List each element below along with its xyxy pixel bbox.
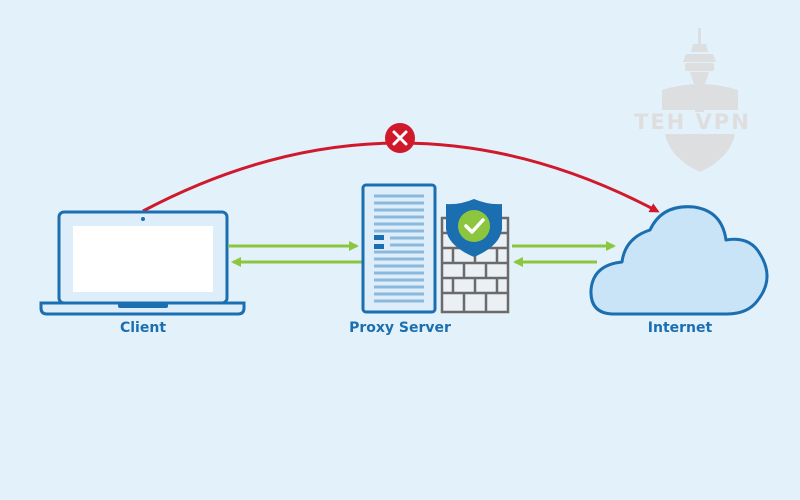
client-label: Client [119, 320, 167, 336]
server-icon [361, 183, 437, 314]
watermark-text: TEH VPN [634, 110, 751, 134]
proxy-server-label: Proxy Server [349, 320, 451, 336]
cloud-icon [589, 205, 769, 316]
laptop-icon [39, 210, 246, 316]
watermark-logo [662, 28, 738, 172]
internet-label: Internet [647, 320, 713, 336]
shield-check-icon [446, 199, 502, 257]
blocked-x-icon [385, 123, 415, 153]
